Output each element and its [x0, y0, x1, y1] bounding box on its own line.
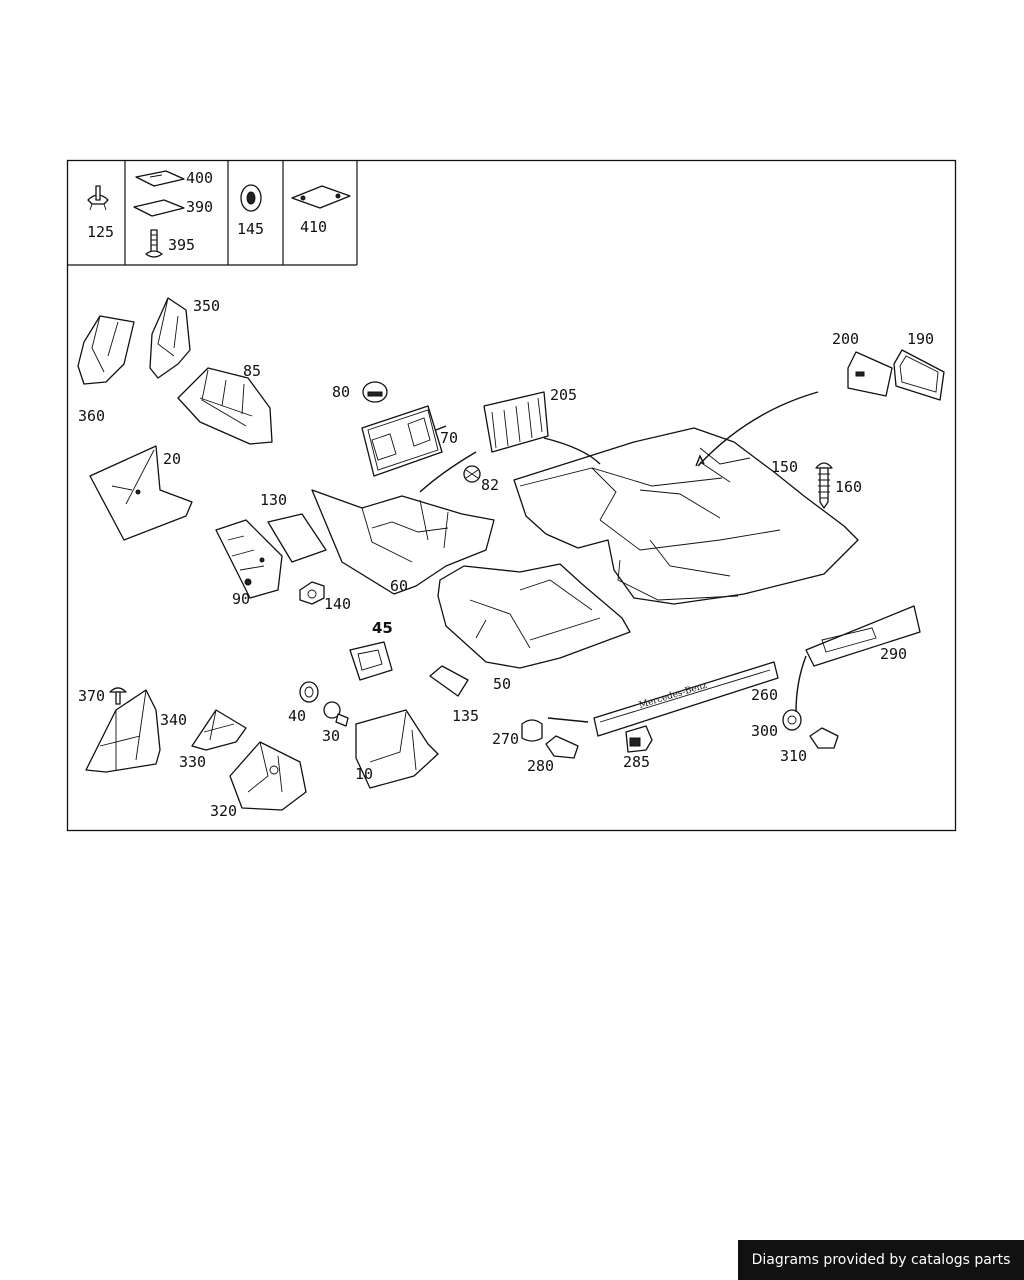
callout-395: 395: [168, 236, 195, 254]
callout-370: 370: [78, 687, 105, 705]
callout-200: 200: [832, 330, 859, 348]
leader-lines: [419, 391, 819, 723]
part-125-push-rivet: [87, 185, 109, 211]
callout-60: 60: [390, 577, 408, 595]
part-45-clip: [349, 641, 393, 681]
callout-350: 350: [193, 297, 220, 315]
callout-290: 290: [880, 645, 907, 663]
part-150-main-carpet: [513, 427, 859, 605]
part-340-panel: [85, 689, 161, 773]
callout-300: 300: [751, 722, 778, 740]
callout-82: 82: [481, 476, 499, 494]
part-200-cover: [847, 351, 893, 397]
part-300-clip: [782, 709, 802, 731]
part-80-cap: [362, 381, 388, 403]
part-290-sill-plate: [805, 605, 921, 667]
legend-table: [67, 161, 358, 266]
callout-145: 145: [237, 220, 264, 238]
part-145-grommet: [240, 184, 262, 212]
callout-70: 70: [440, 429, 458, 447]
callout-330: 330: [179, 753, 206, 771]
part-400-pad: [135, 170, 185, 187]
part-395-bolt: [145, 229, 163, 258]
part-160-screw: [815, 462, 833, 509]
callout-135: 135: [452, 707, 479, 725]
part-10-panel: [355, 709, 439, 789]
part-205-mat: [483, 391, 549, 453]
footer-credit: Diagrams provided by catalogs parts: [738, 1240, 1024, 1280]
part-140-nut: [299, 581, 325, 605]
callout-400: 400: [186, 169, 213, 187]
callout-45: 45: [372, 619, 393, 637]
callout-30: 30: [322, 727, 340, 745]
part-30-clip: [323, 701, 349, 727]
callout-40: 40: [288, 707, 306, 725]
part-60-tunnel-lining: [311, 489, 495, 595]
part-85-cover: [177, 367, 273, 445]
callout-285: 285: [623, 753, 650, 771]
callout-310: 310: [780, 747, 807, 765]
part-280-clip: [545, 735, 579, 759]
callout-10: 10: [355, 765, 373, 783]
callout-270: 270: [492, 730, 519, 748]
part-90-bracket: [215, 519, 283, 599]
parts-diagram: Mercedes-Benz 125 400 390 395 145 410: [66, 159, 957, 832]
callout-20: 20: [163, 450, 181, 468]
part-390-pad: [133, 199, 185, 217]
part-270-clip: [521, 719, 543, 742]
part-50-rear-carpet: [437, 563, 631, 669]
callout-85: 85: [243, 362, 261, 380]
part-82-clip: [463, 465, 481, 483]
part-360-panel: [77, 315, 135, 385]
callout-320: 320: [210, 802, 237, 820]
callout-360: 360: [78, 407, 105, 425]
callout-390: 390: [186, 198, 213, 216]
callout-130: 130: [260, 491, 287, 509]
part-40-grommet: [299, 681, 319, 703]
part-135-block: [429, 665, 469, 697]
callout-125: 125: [87, 223, 114, 241]
part-370-rivet: [109, 687, 127, 705]
part-410-plate: [291, 185, 351, 209]
callout-50: 50: [493, 675, 511, 693]
part-310-clip: [809, 727, 839, 749]
callout-80: 80: [332, 383, 350, 401]
part-20-panel: [89, 445, 193, 541]
part-130-pad: [267, 513, 327, 563]
callout-labels: 125 400 390 395 145 410 350 360 85 80 70…: [78, 169, 934, 820]
callout-340: 340: [160, 711, 187, 729]
callout-205: 205: [550, 386, 577, 404]
part-330-bracket: [191, 709, 247, 751]
callout-190: 190: [907, 330, 934, 348]
callout-150: 150: [771, 458, 798, 476]
diagram-frame: [66, 159, 957, 832]
callout-140: 140: [324, 595, 351, 613]
part-190-frame: [893, 349, 945, 401]
callout-160: 160: [835, 478, 862, 496]
callout-260: 260: [751, 686, 778, 704]
part-285-clip: [625, 725, 653, 753]
part-350-bracket: [149, 297, 191, 379]
part-70-grille: [361, 405, 443, 477]
callout-280: 280: [527, 757, 554, 775]
callout-90: 90: [232, 590, 250, 608]
part-320-bracket: [229, 741, 307, 811]
callout-410: 410: [300, 218, 327, 236]
